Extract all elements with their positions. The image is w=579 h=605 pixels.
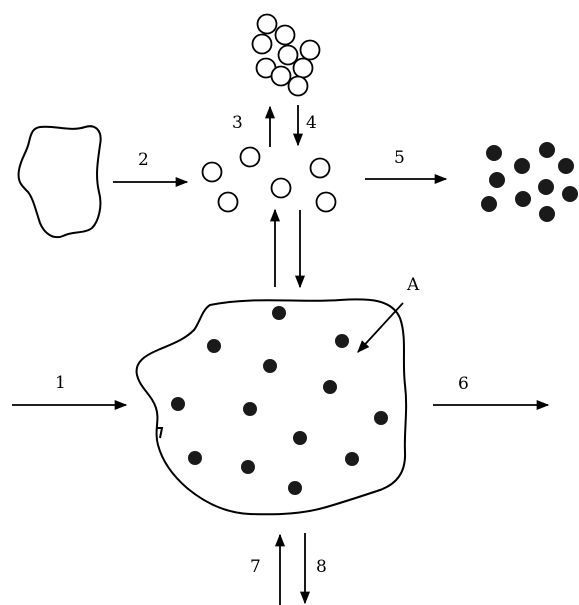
body-notch: [157, 427, 164, 439]
body-particles: [171, 306, 388, 495]
open-particle: [309, 157, 331, 179]
particle-dot: [374, 411, 388, 425]
open-particle: [277, 44, 299, 66]
label-5: 5: [394, 148, 405, 168]
open-particle: [256, 13, 278, 35]
particle-dot: [243, 402, 257, 416]
open-particle: [201, 161, 223, 183]
open-particle: [217, 191, 239, 213]
open-particle: [251, 33, 273, 55]
label-7: 7: [250, 557, 261, 577]
particle-dot: [539, 206, 555, 222]
large-irregular-body: [135, 298, 408, 516]
open-particle: [270, 65, 292, 87]
label-2: 2: [138, 150, 149, 170]
particle-dot: [188, 451, 202, 465]
particle-dot: [263, 359, 277, 373]
label-3: 3: [232, 113, 243, 133]
particle-dot: [558, 158, 574, 174]
open-particle: [299, 39, 321, 61]
open-particle: [315, 191, 337, 213]
particle-dot: [293, 431, 307, 445]
label-A: A: [406, 275, 420, 295]
particle-dot: [288, 481, 302, 495]
particle-dot: [481, 196, 497, 212]
small-irregular-blob: [17, 125, 102, 239]
open-particle: [274, 24, 296, 46]
particle-dot: [171, 397, 185, 411]
particle-dot: [207, 339, 221, 353]
particle-dot: [538, 179, 554, 195]
particle-dot: [515, 191, 531, 207]
particle-dot: [335, 334, 349, 348]
filled-particle-cluster: [481, 142, 578, 222]
particle-dot: [489, 172, 505, 188]
label-4: 4: [306, 113, 317, 133]
particle-dot: [323, 380, 337, 394]
open-particles-middle: [201, 146, 337, 213]
open-particle: [239, 146, 261, 168]
open-particle: [270, 177, 292, 199]
label-1: 1: [55, 373, 66, 393]
particle-dot: [539, 142, 555, 158]
particle-dot: [345, 452, 359, 466]
particle-dot: [514, 158, 530, 174]
pointer-A-arrow: [357, 302, 404, 353]
open-particle: [287, 75, 309, 97]
open-particle-cluster: [251, 13, 321, 97]
particle-dot: [562, 186, 578, 202]
particle-dot: [486, 145, 502, 161]
particle-dot: [241, 460, 255, 474]
particle-dot: [272, 306, 286, 320]
label-8: 8: [316, 557, 327, 577]
open-particle: [292, 57, 314, 79]
label-6: 6: [458, 374, 469, 394]
